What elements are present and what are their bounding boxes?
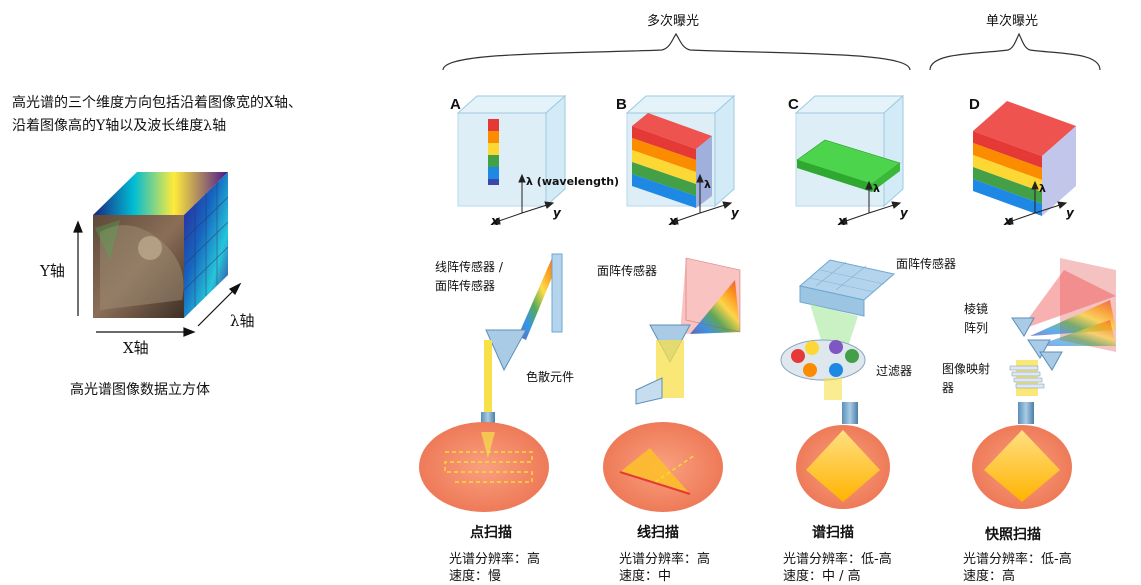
panel-b-y-label: y <box>731 206 739 220</box>
method-speed: 速度：中 <box>619 569 672 584</box>
panel-b-lambda-label: λ <box>704 178 711 191</box>
intro-line-2: 沿着图像高的Y轴以及波长维度λ轴 <box>12 118 227 134</box>
method-speed: 速度：慢 <box>449 569 502 584</box>
method-specs-point-scan: 光谱分辨率：高 速度：慢 <box>449 551 540 585</box>
anno-a-sensor-line-1: 线阵传感器 / <box>435 260 503 274</box>
method-resolution: 光谱分辨率：高 <box>619 552 711 567</box>
panel-cube-b <box>625 94 736 225</box>
group-label-multi-exposure: 多次曝光 <box>647 14 700 29</box>
method-specs-spectral-scan: 光谱分辨率：低-高 速度：中 / 高 <box>783 551 892 585</box>
panel-cube-c <box>794 94 905 225</box>
intro-line-1: 高光谱的三个维度方向包括沿着图像宽的X轴、 <box>12 95 302 111</box>
anno-d-prism-line-2: 阵列 <box>964 321 989 335</box>
schematic-snapshot <box>972 258 1116 509</box>
schematic-spectral-scan <box>780 259 896 509</box>
method-resolution: 光谱分辨率：低-高 <box>963 552 1072 567</box>
panel-c-x-label: x <box>838 214 846 228</box>
hyperspectral-cube <box>93 172 229 318</box>
method-title-point-scan: 点扫描 <box>470 525 512 541</box>
cube-lambda-axis-label: λ轴 <box>230 312 255 330</box>
panel-cube-d <box>973 101 1076 225</box>
anno-d-prism-line-1: 棱镜 <box>964 302 989 316</box>
cube-y-axis-label: Y轴 <box>40 262 65 280</box>
anno-d-mapper-line-2: 器 <box>942 381 955 395</box>
anno-d-mapper: 图像映射 器 <box>942 360 990 398</box>
anno-d-prism: 棱镜 阵列 <box>964 300 988 338</box>
panel-letter-d: D <box>969 96 980 113</box>
method-specs-snapshot: 光谱分辨率：低-高 速度：高 <box>963 551 1072 585</box>
method-speed: 速度：中 / 高 <box>783 569 861 584</box>
method-speed: 速度：高 <box>963 569 1016 584</box>
panel-d-y-label: y <box>1066 206 1074 220</box>
cube-x-axis-label: X轴 <box>123 339 149 357</box>
anno-c-filter: 过滤器 <box>876 364 913 378</box>
schematic-point-scan <box>419 253 563 512</box>
cube-axes <box>73 220 242 337</box>
anno-c-sensor: 面阵传感器 <box>896 257 957 271</box>
panel-a-x-label: x <box>491 214 499 228</box>
panel-b-x-label: x <box>669 214 677 228</box>
method-resolution: 光谱分辨率：低-高 <box>783 552 892 567</box>
panel-d-lambda-label: λ <box>1039 182 1046 195</box>
panel-c-lambda-label: λ <box>873 182 880 195</box>
anno-d-mapper-line-1: 图像映射 <box>942 362 991 376</box>
anno-b-sensor: 面阵传感器 <box>597 264 658 278</box>
schematic-line-scan <box>603 257 741 512</box>
method-title-spectral-scan: 谱扫描 <box>812 525 854 541</box>
panel-letter-a: A <box>450 96 461 113</box>
panel-c-y-label: y <box>900 206 908 220</box>
panel-letter-c: C <box>788 96 799 113</box>
panel-a-y-label: y <box>553 206 561 220</box>
method-resolution: 光谱分辨率：高 <box>449 552 541 567</box>
panel-a-lambda-label: λ (wavelength) <box>526 175 620 188</box>
brace-multi-exposure <box>442 32 911 71</box>
brace-single-exposure <box>929 32 1101 71</box>
panel-cube-a <box>456 94 567 225</box>
method-title-snapshot: 快照扫描 <box>985 527 1041 543</box>
method-title-line-scan: 线扫描 <box>637 525 679 541</box>
group-label-single-exposure: 单次曝光 <box>986 14 1039 29</box>
panel-letter-b: B <box>616 96 627 113</box>
anno-a-sensor-line-2: 面阵传感器 <box>435 279 496 293</box>
anno-a-disperser: 色散元件 <box>526 370 575 384</box>
anno-a-sensor: 线阵传感器 / 面阵传感器 <box>435 258 503 296</box>
intro-text: 高光谱的三个维度方向包括沿着图像宽的X轴、 沿着图像高的Y轴以及波长维度λ轴 <box>12 92 392 138</box>
panel-d-x-label: x <box>1004 214 1012 228</box>
method-specs-line-scan: 光谱分辨率：高 速度：中 <box>619 551 710 585</box>
cube-caption: 高光谱图像数据立方体 <box>70 382 210 398</box>
